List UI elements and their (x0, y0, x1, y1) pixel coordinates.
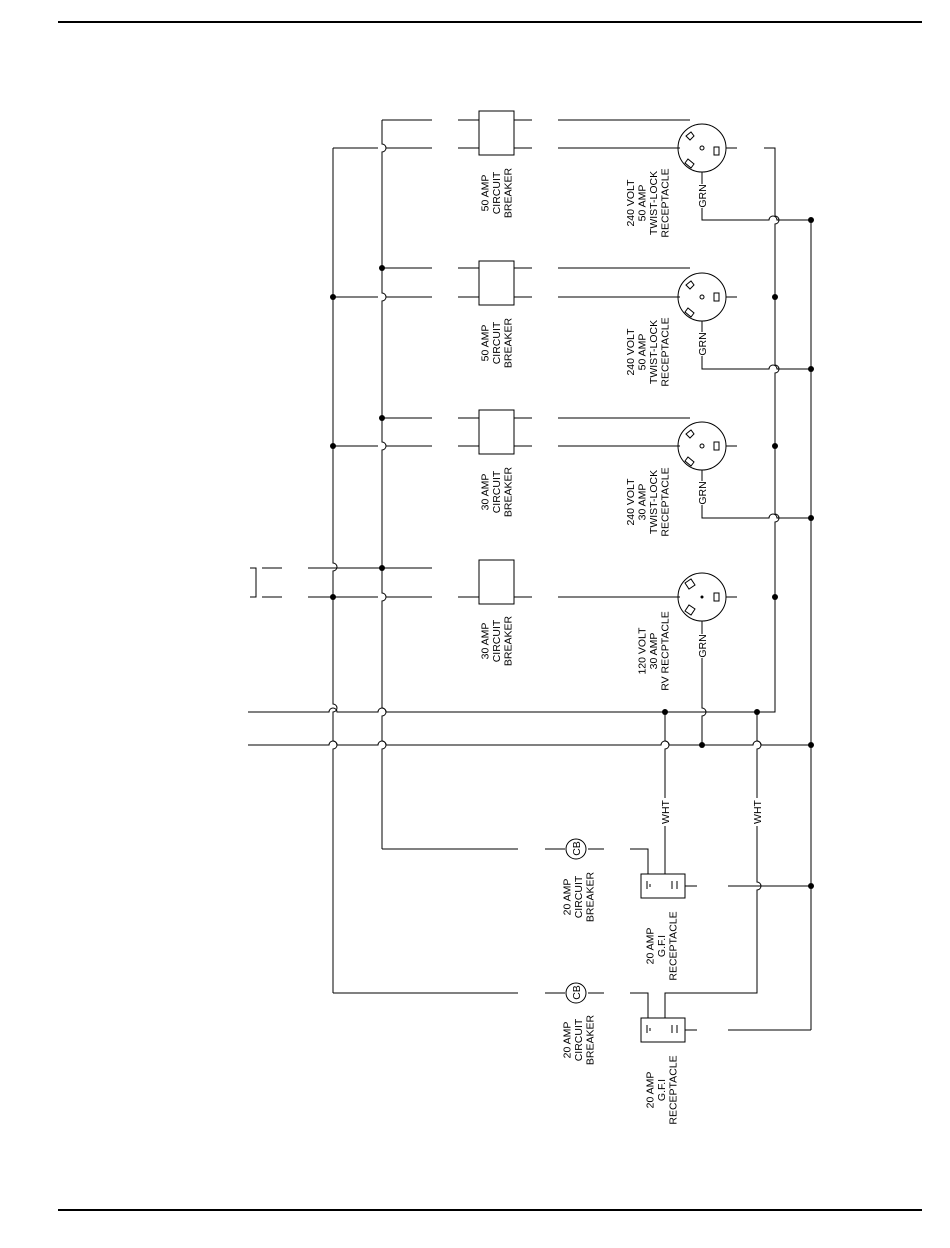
ground-wire-label: GRN (697, 481, 709, 504)
neutral-wire-label: WHT (660, 799, 672, 823)
receptacle-label: 20 AMPG.F.IRECEPTACLE (645, 1055, 680, 1124)
twist-lock-receptacle-30a (677, 421, 737, 471)
receptacle-label: 120 VOLT30 AMPRV RECPTACLE (637, 611, 672, 691)
breaker-label: 20 AMPCIRCUITBREAKER (562, 871, 597, 922)
gfi-circuit-2 (333, 982, 811, 1043)
breaker-symbol-text: CB (571, 841, 583, 856)
breaker-label: 30 AMPCIRCUITBREAKER (480, 466, 515, 517)
breaker-30a-2 (333, 559, 680, 605)
neutral-wire-label: WHT (752, 799, 764, 823)
rv-receptacle-30a (677, 572, 737, 622)
breaker-30a-1 (333, 409, 690, 455)
receptacle-label: 240 VOLT50 AMPTWIST-LOCKRECEPTACLE (625, 168, 672, 237)
breaker-50a-2 (333, 260, 690, 306)
feeder-stub-1 (250, 567, 257, 598)
ground-lead-2 (701, 321, 811, 370)
receptacle-label: 240 VOLT50 AMPTWIST-LOCKRECEPTACLE (625, 317, 672, 386)
twist-lock-receptacle-50a-2 (677, 272, 737, 322)
twist-lock-receptacle-50a-1 (677, 123, 737, 173)
breaker-label: 30 AMPCIRCUITBREAKER (480, 615, 515, 666)
ground-wire-label: GRN (697, 184, 709, 207)
ground-wire-label: GRN (697, 634, 709, 657)
neutral-wire-1 (664, 712, 670, 874)
main-line-upper (248, 707, 665, 713)
bus-bar-a (332, 148, 338, 993)
feeder-stub-2 (262, 567, 282, 598)
receptacle-label: 240 VOLT30 AMPTWIST-LOCKRECEPTACLE (625, 467, 672, 536)
main-line-lower (248, 740, 811, 746)
bus-bar-b (381, 120, 387, 849)
junction-dots (330, 217, 814, 889)
breaker-label: 50 AMPCIRCUITBREAKER (480, 167, 515, 218)
neutral-return-bar (665, 147, 780, 713)
receptacle-label: 20 AMPG.F.IRECEPTACLE (645, 911, 680, 980)
ground-lead-1 (701, 172, 811, 221)
neutral-wire-2 (664, 712, 762, 1018)
gfi-circuit-1 (382, 838, 811, 899)
breaker-label: 20 AMPCIRCUITBREAKER (562, 1014, 597, 1065)
ground-wire-label: GRN (697, 332, 709, 355)
ground-lead-3 (701, 470, 811, 519)
breaker-50a-1 (333, 110, 690, 156)
breaker-label: 50 AMPCIRCUITBREAKER (480, 317, 515, 368)
breaker-symbol-text: CB (571, 985, 583, 1000)
